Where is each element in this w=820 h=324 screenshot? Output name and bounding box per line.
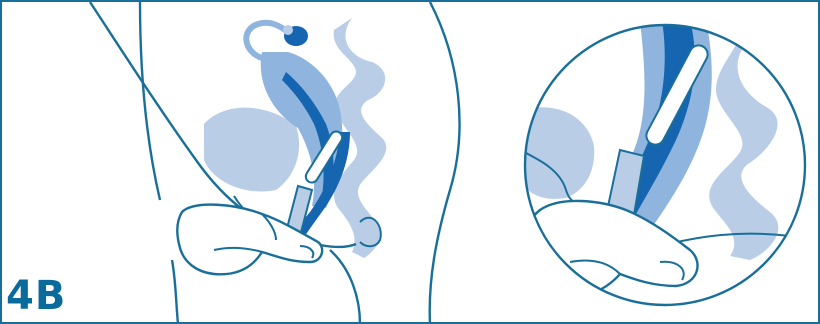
- front-leg-outline: [330, 250, 360, 324]
- magnified-detail: [520, 20, 820, 320]
- leg-outline: [172, 260, 178, 324]
- step-label: 4B: [6, 274, 66, 318]
- body-side-view: [90, 2, 460, 324]
- body-rear-outline: [430, 2, 460, 324]
- ovary-highlight: [283, 25, 293, 35]
- thigh-outline: [140, 2, 160, 200]
- bladder-shape: [204, 108, 299, 192]
